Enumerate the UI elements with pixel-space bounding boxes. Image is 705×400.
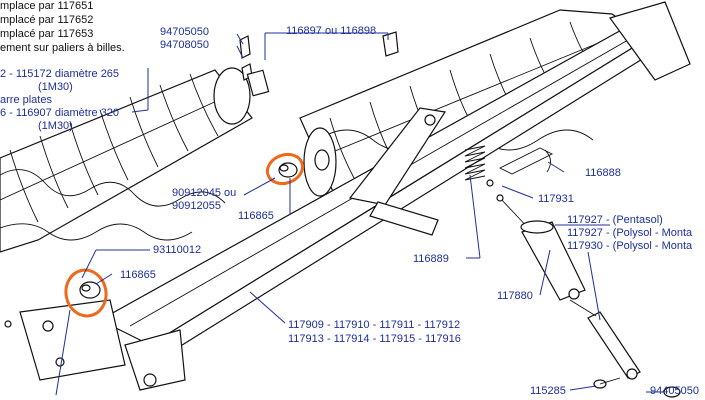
- label-116865-lower: 116865: [120, 269, 156, 281]
- label-94708050: 94708050: [160, 39, 209, 51]
- header-line-1: mplace par 117651: [0, 0, 93, 12]
- diameter-notes: 2 - 115172 diamètre 265 (1M30) arre plat…: [0, 68, 119, 132]
- label-116865-upper: 116865: [238, 210, 274, 222]
- label-116888: 116888: [585, 167, 621, 179]
- leader-lines: [55, 32, 664, 396]
- header-line-3: mplacé par 117653: [0, 28, 93, 40]
- label-117880: 117880: [497, 290, 533, 302]
- label-117913: 117913 - 117914 - 117915 - 117916: [288, 333, 461, 345]
- label-94405050: 94405050: [650, 385, 699, 397]
- header-line-4: ement sur paliers à billes.: [0, 42, 125, 54]
- left-note-3: arre plates: [0, 94, 52, 106]
- label-117927-pentasol: 117927 - (Pentasol): [567, 214, 663, 226]
- left-note-4: 6 - 116907 diamètre 320: [0, 107, 119, 119]
- label-117930: 117930 - (Polysol - Monta: [567, 240, 693, 252]
- highlight-ring-lower: [64, 268, 108, 318]
- label-116897: 116897 ou 116898: [286, 25, 376, 37]
- label-116889: 116889: [413, 253, 449, 265]
- arm-bracket: [348, 107, 447, 236]
- rod-117927: [569, 299, 641, 380]
- label-94705050: 94705050: [160, 26, 209, 38]
- header-line-2: mplacé par 117652: [0, 14, 93, 26]
- header-notes: mplace par 117651 mplacé par 117652 mpla…: [0, 0, 125, 54]
- left-note-1: 2 - 115172 diamètre 265: [0, 68, 119, 80]
- label-117927-polysol: 117927 - (Polysol - Monta: [567, 227, 693, 239]
- cylinder-117880: [496, 194, 586, 301]
- clip-116888: [498, 147, 554, 175]
- left-note-5: (1M30): [38, 120, 73, 132]
- left-note-2: (1M30): [38, 81, 73, 93]
- label-90912045: 90912045 ou: [172, 187, 236, 199]
- left-roller: [0, 67, 253, 253]
- spring-116889: [464, 145, 486, 181]
- label-117931: 117931: [538, 193, 574, 205]
- label-115285: 115285: [530, 385, 566, 397]
- label-90912055: 90912055: [172, 200, 221, 212]
- label-93110012: 93110012: [153, 244, 201, 256]
- label-117909: 117909 - 117910 - 117911 - 117912: [288, 319, 460, 331]
- part-labels: 94705050 94708050 116897 ou 116898 90912…: [120, 25, 699, 397]
- small-parts: [79, 31, 681, 398]
